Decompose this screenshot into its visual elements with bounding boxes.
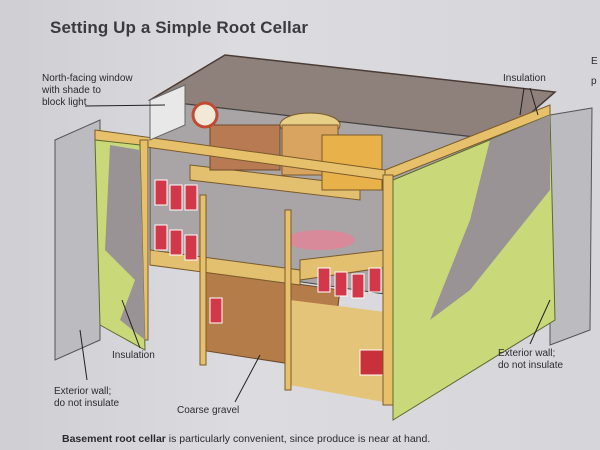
jars-left (154, 179, 223, 324)
caption-bold: Basement root cellar (62, 433, 166, 445)
label-window: North-facing window with shade to block … (42, 73, 133, 109)
insulation-left (105, 145, 145, 340)
label-line: p (591, 76, 597, 87)
label-line: do not insulate (498, 360, 564, 371)
label-edge-fragment: E p (591, 52, 598, 92)
label-line: E (591, 56, 598, 67)
caption-text: is particularly convenient, since produc… (165, 433, 431, 445)
thermometer-gauge (191, 101, 219, 129)
label-line: do not insulate (54, 398, 120, 409)
bin-produce (285, 230, 355, 250)
brick-wall-left (54, 119, 101, 361)
page-title: Setting Up a Simple Root Cellar (50, 18, 309, 37)
brick-wall-right (549, 107, 593, 346)
label-exterior-wall-right: Exterior wall; do not insulate (498, 348, 563, 372)
label-line: North-facing window (42, 73, 133, 84)
shelf-top (189, 164, 361, 201)
label-insulation-right: Insulation (503, 73, 546, 84)
label-exterior-wall-left: Exterior wall; do not insulate (54, 386, 119, 410)
label-line: Exterior wall; (498, 348, 556, 359)
leader-lines (79, 87, 551, 403)
label-line: with shade to (42, 85, 101, 96)
wood-frame (94, 104, 551, 406)
window (149, 84, 186, 141)
label-line: block light (42, 97, 87, 108)
label-gravel: Coarse gravel (177, 405, 240, 416)
label-line: Exterior wall; (54, 386, 112, 397)
caption: Basement root cellar is particularly con… (62, 433, 430, 445)
insulation-right (430, 115, 550, 320)
label-insulation-left: Insulation (112, 350, 155, 361)
